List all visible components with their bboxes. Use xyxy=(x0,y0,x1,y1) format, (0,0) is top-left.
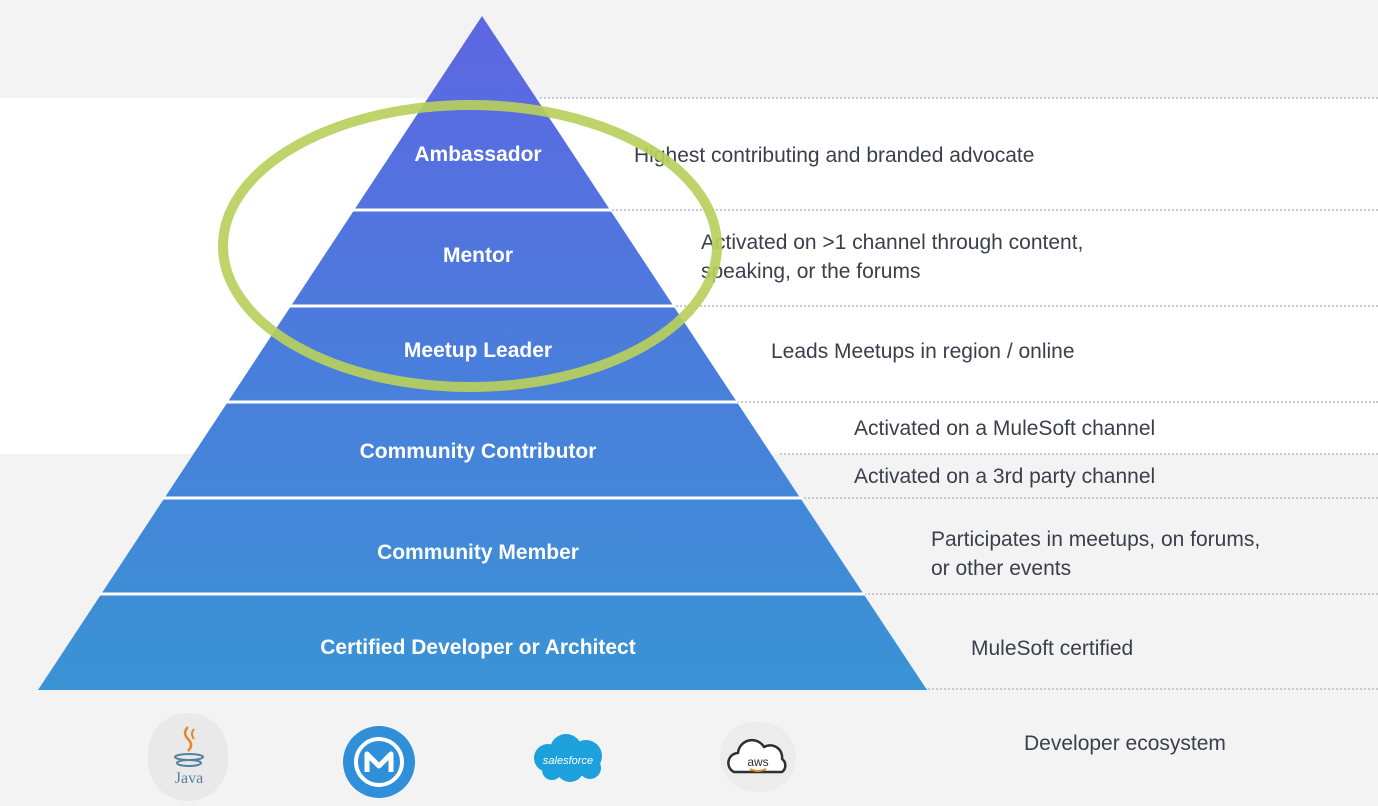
tier-description-community-contributor-2: Activated on a 3rd party channel xyxy=(854,465,1156,488)
tier-description-community-member: Participates in meetups, on forums, or o… xyxy=(931,528,1261,580)
separator-line xyxy=(860,593,1378,595)
mulesoft-logo xyxy=(343,726,415,798)
tier-description-community-contributor: Activated on a MuleSoft channel xyxy=(854,417,1156,440)
tier-label-community-contributor: Community Contributor xyxy=(359,440,597,463)
separator-line xyxy=(600,209,1378,211)
salesforce-logo: salesforce xyxy=(526,724,610,794)
tier-label-mentor: Mentor xyxy=(443,244,513,267)
salesforce-cloud-icon: salesforce xyxy=(534,734,602,782)
mulesoft-m-icon xyxy=(354,737,404,787)
java-logo: Java xyxy=(148,713,228,801)
separator-line xyxy=(730,401,1378,403)
svg-text:salesforce: salesforce xyxy=(543,755,593,767)
separator-line xyxy=(660,305,1378,307)
svg-text:aws: aws xyxy=(747,755,768,769)
separator-line xyxy=(540,97,1378,99)
java-cup-icon: Java xyxy=(174,726,204,787)
tier-description-meetup-leader: Leads Meetups in region / online xyxy=(771,340,1075,363)
tier-description-mentor: Activated on >1 channel through content,… xyxy=(701,231,1084,283)
separator-line xyxy=(780,453,1378,455)
ecosystem-label: Developer ecosystem xyxy=(1024,732,1226,755)
tier-label-certified-developer: Certified Developer or Architect xyxy=(320,636,636,659)
aws-cloud-icon: aws xyxy=(727,738,787,774)
tier-description-certified-developer: MuleSoft certified xyxy=(971,637,1134,660)
svg-text:Java: Java xyxy=(175,770,203,787)
tier-label-meetup-leader: Meetup Leader xyxy=(403,339,553,362)
aws-logo: aws xyxy=(720,722,796,792)
separator-line xyxy=(925,688,1378,690)
separator-line xyxy=(800,497,1378,499)
tier-description-ambassador: Highest contributing and branded advocat… xyxy=(634,144,1035,167)
tier-label-community-member: Community Member xyxy=(377,541,579,564)
